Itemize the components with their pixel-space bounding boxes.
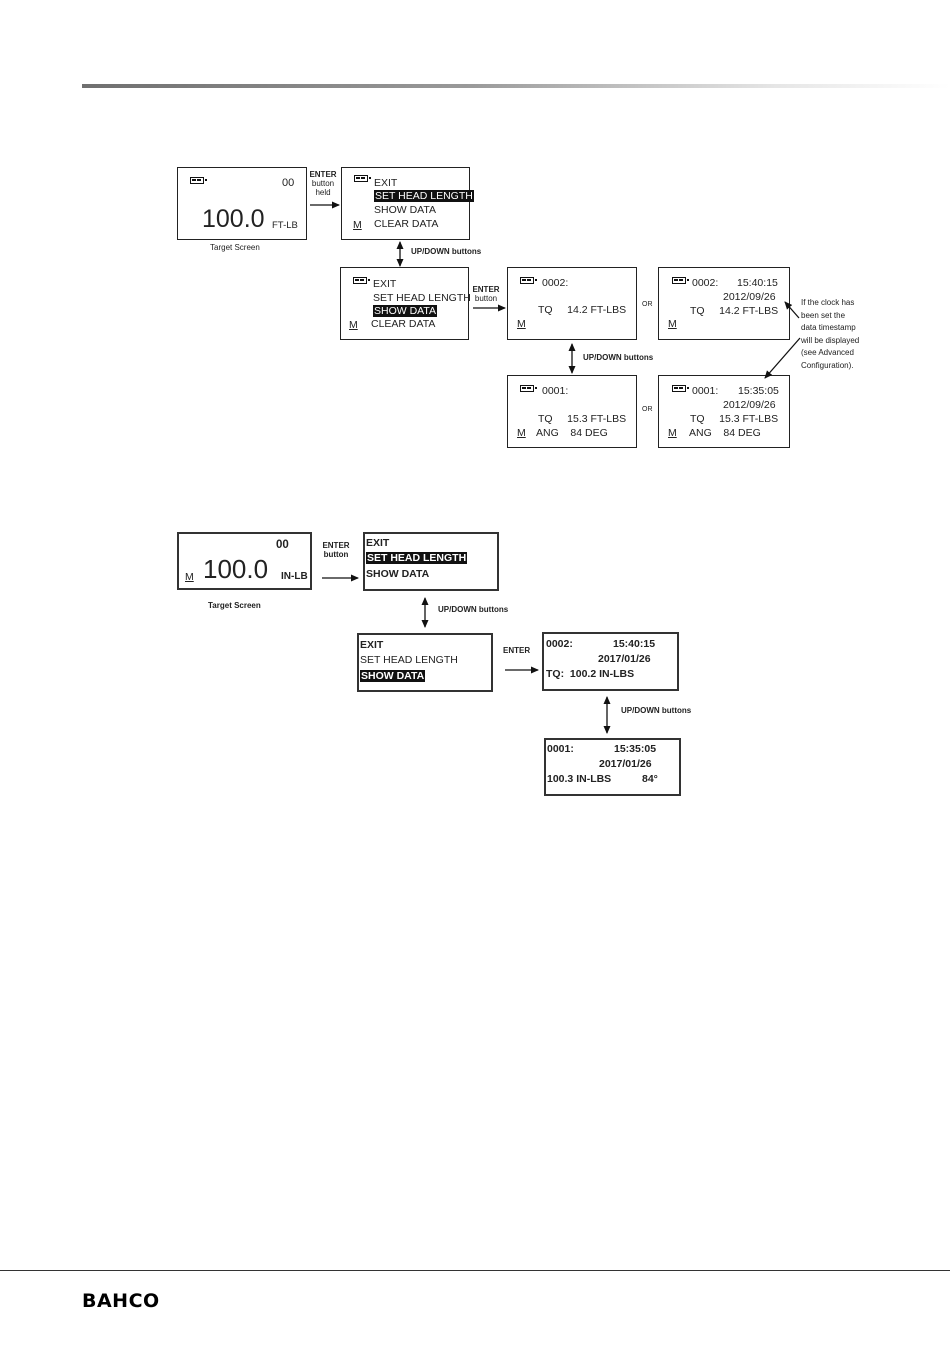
menu-item-show-data: SHOW DATA [374, 204, 437, 216]
record-date: 2017/01/26 [598, 653, 651, 665]
menu-screen-1: EXIT SET HEAD LENGTH SHOW DATA [363, 532, 499, 591]
enter-button-label: ENTER button [322, 541, 350, 559]
menu-screen-1: EXIT SET HEAD LENGTH SHOW DATA M CLEAR D… [341, 167, 474, 240]
record-torque: TQ 14.2 FT-LBS [690, 305, 779, 317]
menu-item-set-head-length-selected: SET HEAD LENGTH [374, 190, 474, 202]
updown-label-1: UP/DOWN buttons [438, 605, 509, 614]
record-id: 0001: [692, 385, 719, 397]
enter-held-label: ENTER button held [309, 170, 337, 197]
record-torque: TQ: 100.2 IN-LBS [546, 668, 635, 680]
menu-item-set-head-length: SET HEAD LENGTH [373, 292, 471, 304]
menu-screen-2: EXIT SET HEAD LENGTH SHOW DATA [357, 633, 493, 692]
record-id: 0002: [692, 277, 719, 289]
target-screen-in: 00 M 100.0 IN-LB [177, 532, 312, 590]
menu-item-exit: EXIT [360, 639, 384, 651]
record-screen-0002-timestamp: 0002: 15:40:15 2012/09/26 TQ 14.2 FT-LBS… [658, 267, 790, 340]
record-screen-0001: 0001: TQ 15.3 FT-LBS M ANG 84 DEG [507, 375, 637, 448]
menu-item-show-data-selected: SHOW DATA [373, 305, 438, 317]
battery-icon [520, 277, 537, 284]
record-time: 15:40:15 [613, 638, 656, 650]
enter-label: ENTER [503, 646, 531, 655]
menu-item-show-data-selected: SHOW DATA [360, 670, 426, 682]
arrow-note-1 [784, 301, 800, 319]
memory-indicator: M [668, 318, 677, 330]
target-value: 100.0 [203, 554, 269, 584]
record-torque: TQ 14.2 FT-LBS [538, 304, 627, 316]
header-rule [82, 84, 950, 88]
battery-icon [353, 277, 370, 284]
or-label: OR [642, 406, 653, 413]
target-screen-ft: 00 100.0 FT-LB [177, 167, 307, 240]
target-caption: Target Screen [208, 601, 261, 610]
record-date: 2012/09/26 [723, 399, 776, 411]
record-time: 15:35:05 [738, 385, 779, 397]
memory-indicator: M [517, 427, 526, 439]
timestamp-note: If the clock has been set the data times… [801, 298, 860, 370]
record-torque: 100.3 IN-LBS [547, 773, 612, 785]
record-time: 15:35:05 [614, 743, 657, 755]
menu-item-exit: EXIT [373, 278, 397, 290]
record-id: 0001: [547, 743, 574, 755]
battery-icon [672, 385, 689, 392]
menu-item-set-head-length: SET HEAD LENGTH [360, 654, 458, 666]
menu-item-clear-data: CLEAR DATA [374, 218, 439, 230]
battery-icon [672, 277, 689, 284]
memory-indicator: M [517, 318, 526, 330]
target-unit: FT-LB [272, 220, 298, 231]
target-counter: 00 [282, 177, 295, 189]
arrow-note-2 [764, 337, 801, 379]
memory-indicator: M [185, 571, 194, 583]
record-time: 15:40:15 [737, 277, 778, 289]
updown-label-2: UP/DOWN buttons [621, 706, 692, 715]
record-torque: TQ 15.3 FT-LBS [538, 413, 627, 425]
target-value: 100.0 [202, 205, 265, 233]
updown-label-1: UP/DOWN buttons [411, 247, 482, 256]
memory-indicator: M [349, 319, 358, 331]
record-screen-0002: 0002: TQ 14.2 FT-LBS M [507, 267, 637, 340]
menu-item-exit: EXIT [374, 177, 398, 189]
menu-screen-2: EXIT SET HEAD LENGTH SHOW DATA M CLEAR D… [340, 267, 471, 340]
record-angle: ANG 84 DEG [536, 427, 608, 439]
brand-logo: BAHCO [82, 1290, 160, 1312]
menu-item-exit: EXIT [366, 537, 390, 549]
battery-icon [520, 385, 537, 392]
record-screen-0002: 0002: 15:40:15 2017/01/26 TQ: 100.2 IN-L… [542, 632, 679, 691]
record-id: 0001: [542, 385, 569, 397]
record-id: 0002: [546, 638, 573, 650]
record-angle: 84° [642, 773, 658, 785]
updown-label-2: UP/DOWN buttons [583, 353, 654, 362]
menu-item-set-head-length-selected: SET HEAD LENGTH [366, 552, 468, 564]
enter-button-label: ENTER button [472, 285, 500, 303]
target-unit: IN-LB [281, 571, 308, 582]
record-date: 2012/09/26 [723, 291, 776, 303]
target-counter: 00 [276, 539, 289, 551]
target-caption: Target Screen [210, 243, 260, 252]
record-date: 2017/01/26 [599, 758, 652, 770]
battery-icon [190, 177, 207, 184]
record-torque: TQ 15.3 FT-LBS [690, 413, 779, 425]
record-angle: ANG 84 DEG [689, 427, 761, 439]
memory-indicator: M [353, 219, 362, 231]
record-screen-0001: 0001: 15:35:05 2017/01/26 100.3 IN-LBS 8… [544, 738, 681, 796]
record-screen-0001-timestamp: 0001: 15:35:05 2012/09/26 TQ 15.3 FT-LBS… [658, 375, 790, 448]
battery-icon [354, 175, 371, 182]
memory-indicator: M [668, 427, 677, 439]
footer-rule [0, 1270, 950, 1271]
record-id: 0002: [542, 277, 569, 289]
or-label: OR [642, 301, 653, 308]
menu-item-show-data: SHOW DATA [366, 568, 430, 580]
menu-item-clear-data: CLEAR DATA [371, 318, 436, 330]
